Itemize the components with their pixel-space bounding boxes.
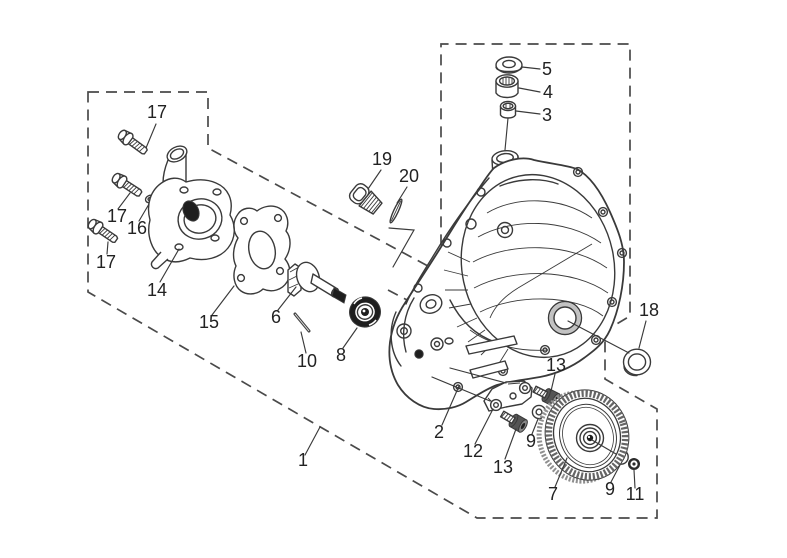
part-callout-18: 18 xyxy=(639,300,659,320)
part-callout-14: 14 xyxy=(147,280,167,300)
bracket-12 xyxy=(483,380,533,412)
part-callout-13: 13 xyxy=(493,457,513,477)
pump-volute xyxy=(390,294,496,367)
part-callout-17: 17 xyxy=(96,252,116,272)
drive-gear-7 xyxy=(536,389,630,484)
part-callout-17: 17 xyxy=(147,102,167,122)
part-callout-19: 19 xyxy=(372,149,392,169)
part-callout-8: 8 xyxy=(336,345,346,365)
cover-outline xyxy=(388,157,625,411)
part-callout-9: 9 xyxy=(605,479,615,499)
plug-install-leader xyxy=(388,227,415,268)
cover-gasket-face xyxy=(460,173,616,359)
assembly-dashed-boundary xyxy=(87,43,658,519)
bolt-17-b xyxy=(111,172,143,197)
part-callout-2: 2 xyxy=(434,422,444,442)
part-callout-12: 12 xyxy=(463,441,483,461)
plug-19 xyxy=(348,183,383,215)
part-callout-7: 7 xyxy=(548,484,558,504)
oil-seal-18 xyxy=(622,348,652,377)
part-callout-5: 5 xyxy=(542,59,552,79)
part-callout-11: 11 xyxy=(626,484,645,504)
clutch-dome-ribs xyxy=(469,200,609,351)
pump-gasket-15 xyxy=(232,205,291,295)
bracket-mount-leader-a xyxy=(431,376,491,402)
bolt-17-a xyxy=(117,129,148,155)
seal-washer-5 xyxy=(495,56,523,74)
part-callout-6: 6 xyxy=(271,307,281,327)
part-callout-20: 20 xyxy=(399,166,419,186)
nut-11 xyxy=(628,458,641,471)
bearing-8 xyxy=(349,296,381,328)
part-callout-1: 1 xyxy=(298,450,308,470)
pin-20 xyxy=(389,198,403,224)
seal-recess xyxy=(547,300,583,336)
impeller-shaft-6 xyxy=(287,261,347,304)
part-callout-15: 15 xyxy=(199,312,219,332)
needle-bearing-4 xyxy=(495,74,519,99)
part-callout-9: 9 xyxy=(526,431,536,451)
water-pump-housing-14 xyxy=(147,145,235,270)
bolt-17-c xyxy=(87,218,119,243)
part-callout-13: 13 xyxy=(546,355,566,375)
part-callout-10: 10 xyxy=(297,351,317,371)
bushing-3 xyxy=(499,100,517,119)
part-callout-4: 4 xyxy=(543,82,553,102)
bolt-13-upper xyxy=(532,385,561,407)
part-callout-17: 17 xyxy=(107,206,127,226)
part-callout-3: 3 xyxy=(542,105,552,125)
crankcase-cover xyxy=(388,150,628,411)
bracket-mount-leader-b xyxy=(449,367,507,384)
dowel-pin-10 xyxy=(293,312,311,333)
leader-lines xyxy=(106,66,647,489)
bolt-13-lower xyxy=(499,410,528,433)
part-callout-16: 16 xyxy=(127,218,147,238)
